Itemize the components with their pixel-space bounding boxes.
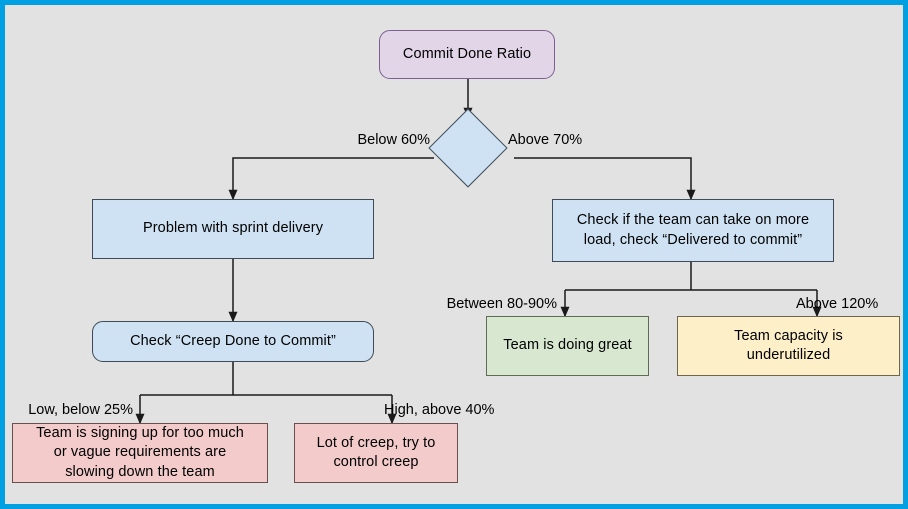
node-label: Team is doing great — [503, 337, 632, 354]
node-decision-diamond[interactable] — [428, 108, 508, 188]
node-team-doing-great[interactable]: Team is doing great — [486, 316, 649, 376]
node-label-block: Check if the team can take on more load,… — [577, 211, 809, 249]
edge-decision-to-capacity — [514, 157, 696, 201]
node-label-line3: slowing down the team — [65, 463, 215, 480]
edge-label-above-120: Above 120% — [796, 296, 879, 312]
node-check-creep-done-to-commit[interactable]: Check “Creep Done to Commit” — [92, 321, 374, 362]
node-label: Problem with sprint delivery — [142, 220, 324, 237]
edge-decision-to-problem — [228, 157, 434, 201]
node-problem-sprint-delivery[interactable]: Problem with sprint delivery — [92, 199, 374, 259]
node-label-line1: Lot of creep, try to — [316, 434, 436, 451]
node-label-line2: control creep — [333, 454, 419, 470]
node-label-block: Team is signing up for too much or vague… — [36, 424, 244, 481]
node-lot-of-creep[interactable]: Lot of creep, try to control creep — [294, 423, 458, 483]
node-label: Commit Done Ratio — [402, 45, 532, 62]
node-check-team-capacity[interactable]: Check if the team can take on more load,… — [552, 199, 834, 262]
node-label-line1: Team is signing up for too much — [36, 425, 244, 442]
node-label-block: Team capacity is underutilized — [734, 327, 843, 365]
edge-label-below-60: Below 60% — [357, 132, 430, 148]
node-label-line2: underutilized — [746, 347, 831, 363]
node-team-capacity-underutilized[interactable]: Team capacity is underutilized — [677, 316, 900, 376]
node-signing-up-too-much[interactable]: Team is signing up for too much or vague… — [12, 423, 268, 483]
edge-label-high-above-40: High, above 40% — [384, 402, 495, 418]
node-label: Check “Creep Done to Commit” — [130, 332, 336, 349]
edge-label-above-70: Above 70% — [508, 132, 583, 148]
node-commit-done-ratio[interactable]: Commit Done Ratio — [379, 30, 555, 79]
connector-layer — [135, 79, 822, 425]
node-label-line2: load, check “Delivered to commit” — [583, 231, 803, 248]
node-label-line1: Team capacity is — [734, 327, 843, 344]
node-label-block: Lot of creep, try to control creep — [317, 434, 436, 472]
diamond-shape — [428, 108, 508, 188]
node-label-line1: Check if the team can take on more — [576, 212, 810, 229]
node-label-line2: or vague requirements are — [53, 444, 227, 461]
edge-label-between-80-90: Between 80-90% — [446, 296, 557, 312]
edge-label-low-below-25: Low, below 25% — [28, 402, 133, 418]
